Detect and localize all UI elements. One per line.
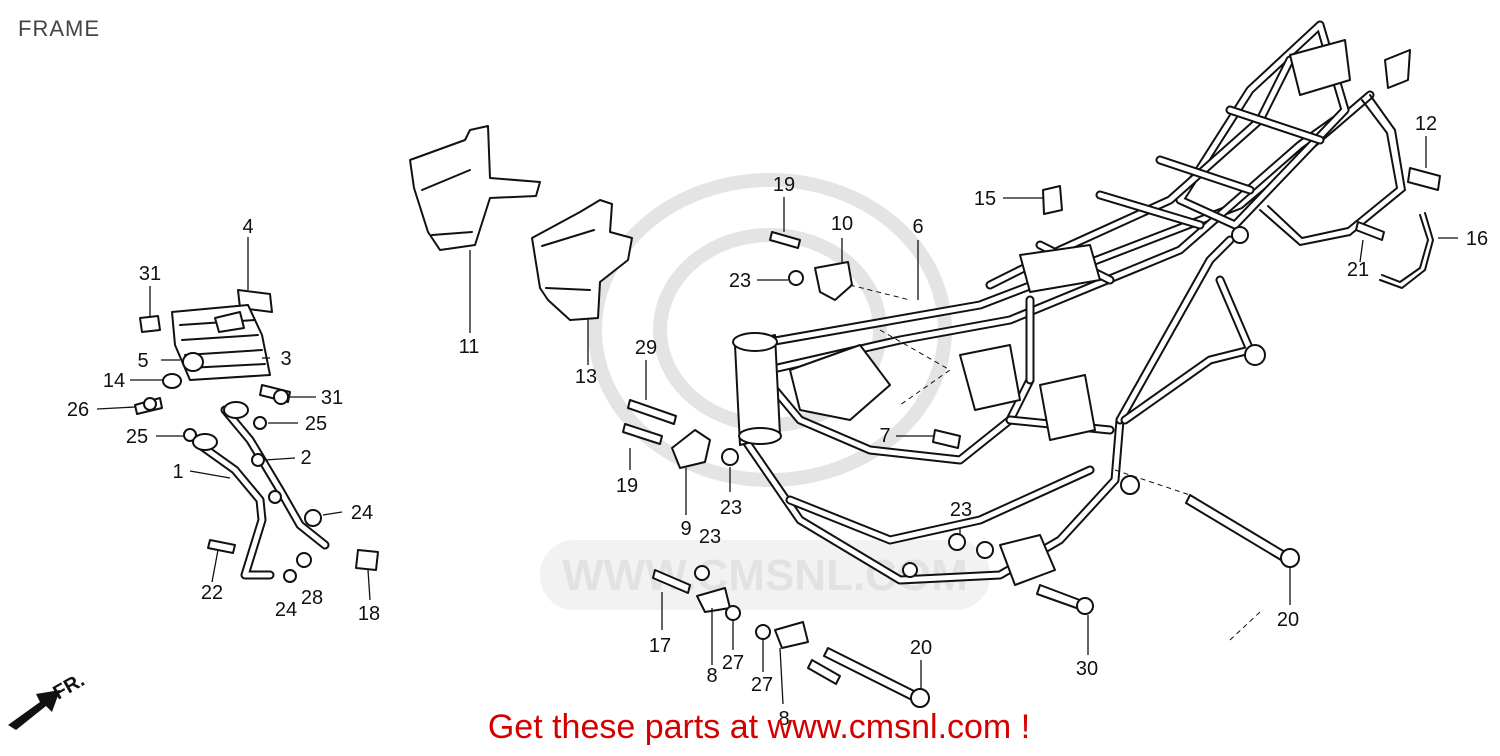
callout-1: 1 <box>172 461 183 483</box>
part-1-2-footpeg-bracket <box>192 401 330 580</box>
callout-20b: 20 <box>910 637 932 659</box>
part-23-nut-a <box>788 270 804 286</box>
part-20-bolt-c <box>807 659 841 685</box>
callout-24a: 24 <box>351 502 373 524</box>
leader-lines <box>96 136 1458 705</box>
callout-18: 18 <box>358 603 380 625</box>
part-23-nut-c <box>694 565 710 581</box>
part-13-cover <box>531 199 633 321</box>
part-10-bracket <box>814 261 853 301</box>
callout-13: 13 <box>575 366 597 388</box>
callout-19b: 19 <box>616 475 638 497</box>
callout-23d: 23 <box>950 499 972 521</box>
part-19-bolt-a <box>769 231 801 249</box>
callout-31a: 31 <box>139 263 161 285</box>
part-24-nut-b <box>283 569 297 583</box>
callout-20a: 20 <box>1277 609 1299 631</box>
callout-30: 30 <box>1076 658 1098 680</box>
part-19-bolt-b <box>622 423 663 445</box>
callout-2: 2 <box>300 447 311 469</box>
callout-12: 12 <box>1415 113 1437 135</box>
callout-27a: 27 <box>722 652 744 674</box>
callout-4: 4 <box>242 216 253 238</box>
callout-25b: 25 <box>305 413 327 435</box>
part-25-washer-a <box>183 428 197 442</box>
callout-31b: 31 <box>321 387 343 409</box>
part-11-cover <box>409 125 541 251</box>
callout-27b: 27 <box>751 674 773 696</box>
callout-6: 6 <box>912 216 923 238</box>
part-5-grommet <box>182 352 204 372</box>
part-9-plate <box>671 429 711 469</box>
part-30-bolt <box>1036 584 1094 615</box>
callout-23a: 23 <box>729 270 751 292</box>
part-31-bolt-b <box>259 384 291 405</box>
callout-5: 5 <box>137 350 148 372</box>
callout-3: 3 <box>280 348 291 370</box>
part-17-bolt <box>652 569 691 594</box>
callout-14: 14 <box>103 370 125 392</box>
callout-23c: 23 <box>699 526 721 548</box>
callout-9: 9 <box>680 518 691 540</box>
callout-26: 26 <box>67 399 89 421</box>
callout-24b: 24 <box>275 599 297 621</box>
part-21-bolt <box>1355 221 1385 241</box>
footer-cta: Get these parts at www.cmsnl.com ! <box>487 708 1031 746</box>
callout-10: 10 <box>831 213 853 235</box>
part-16-cable <box>1379 212 1434 289</box>
part-12-clip <box>1407 167 1441 191</box>
callout-29: 29 <box>635 337 657 359</box>
callout-8a: 8 <box>706 665 717 687</box>
callout-15: 15 <box>974 188 996 210</box>
part-23-nut-b <box>721 448 739 466</box>
part-23-nut-d <box>948 533 966 551</box>
callout-8b: 8 <box>778 708 789 730</box>
part-7-collar <box>932 429 961 449</box>
callout-labels: 4 31 3 5 14 31 26 25 25 2 1 24 22 24 28 … <box>67 113 1488 730</box>
callout-19a: 19 <box>773 174 795 196</box>
part-8-plate-b <box>774 621 809 649</box>
callout-11: 11 <box>459 336 480 358</box>
callout-22: 22 <box>201 582 223 604</box>
part-20-bolt-b <box>823 647 930 708</box>
part-22-bolt <box>207 539 236 554</box>
part-26-bolt <box>134 397 163 415</box>
page-title: FRAME <box>18 16 100 41</box>
part-27-nut-b <box>755 624 771 640</box>
part-18-bolt <box>355 549 379 571</box>
callout-17: 17 <box>649 635 671 657</box>
part-31-bolt-a <box>139 315 161 333</box>
part-20-bolt-a <box>1185 494 1300 568</box>
part-14-collar <box>162 373 182 389</box>
part-24-nut-a <box>304 509 322 527</box>
callout-28: 28 <box>301 587 323 609</box>
part-25-washer-b <box>253 416 267 430</box>
part-27-nut-a <box>725 605 741 621</box>
part-28-washer <box>296 552 312 568</box>
part-29-bolt <box>627 399 677 425</box>
callout-21: 21 <box>1347 259 1369 281</box>
callout-16: 16 <box>1466 228 1488 250</box>
callout-23b: 23 <box>720 497 742 519</box>
main-frame <box>732 20 1411 586</box>
callout-25a: 25 <box>126 426 148 448</box>
callout-7: 7 <box>879 425 890 447</box>
part-15-cap <box>1042 185 1063 215</box>
